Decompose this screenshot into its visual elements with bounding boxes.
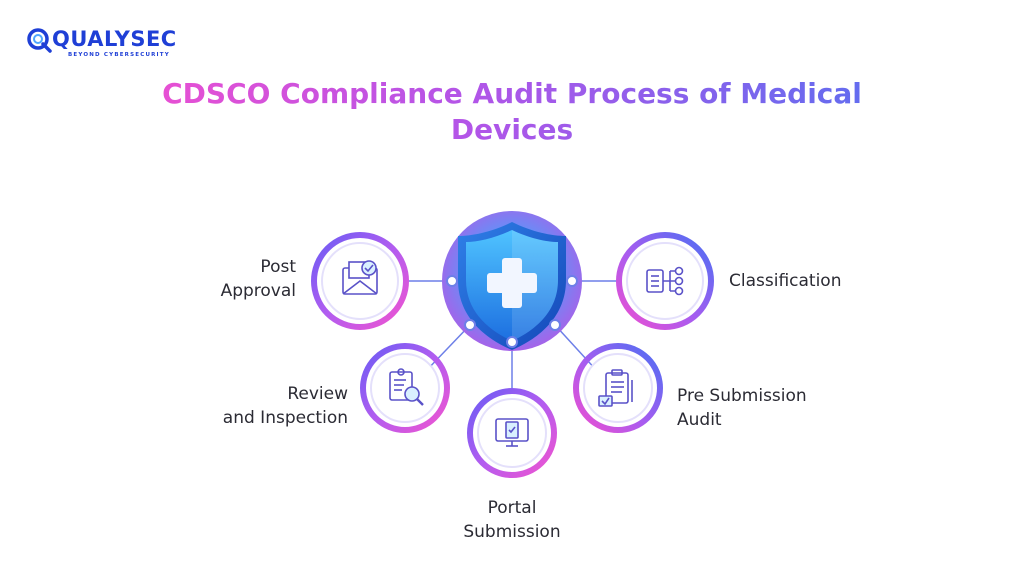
step-node-pre-submission-audit	[573, 343, 663, 433]
connector-dots	[446, 275, 578, 348]
step-ring	[573, 343, 663, 433]
monitor-checklist-icon	[495, 418, 529, 447]
connector-review	[424, 324, 471, 373]
step-ring	[467, 388, 557, 478]
connector-pre-submission	[554, 324, 599, 373]
step-ring	[311, 232, 409, 330]
clipboard-checklist-icon	[598, 369, 633, 407]
logo-tagline: BEYOND CYBERSECURITY	[68, 52, 170, 58]
step-label-post-approval: Post Approval	[220, 257, 296, 301]
hierarchy-list-icon	[646, 266, 684, 296]
document-magnifier-icon	[389, 368, 424, 406]
step-node-classification	[616, 232, 714, 330]
qualysec-logo: QUALYSEC BEYOND CYBERSECURITY	[26, 26, 176, 60]
shield-medical-cross-icon	[458, 222, 566, 350]
step-node-post-approval	[311, 232, 409, 330]
logo-wordmark: QUALYSEC	[52, 27, 177, 51]
step-ring	[360, 343, 450, 433]
step-label-portal-submission: Portal Submission	[463, 498, 561, 542]
envelope-check-icon	[342, 260, 378, 295]
center-node	[442, 211, 582, 351]
step-label-classification: Classification	[729, 271, 842, 291]
step-label-review-inspection: Review and Inspection	[222, 384, 348, 428]
step-label-pre-submission-audit: Pre Submission Audit	[677, 386, 807, 430]
logo-q-mark-icon	[27, 28, 52, 53]
step-node-portal-submission	[467, 388, 557, 478]
step-node-review-inspection	[360, 343, 450, 433]
step-ring	[616, 232, 714, 330]
